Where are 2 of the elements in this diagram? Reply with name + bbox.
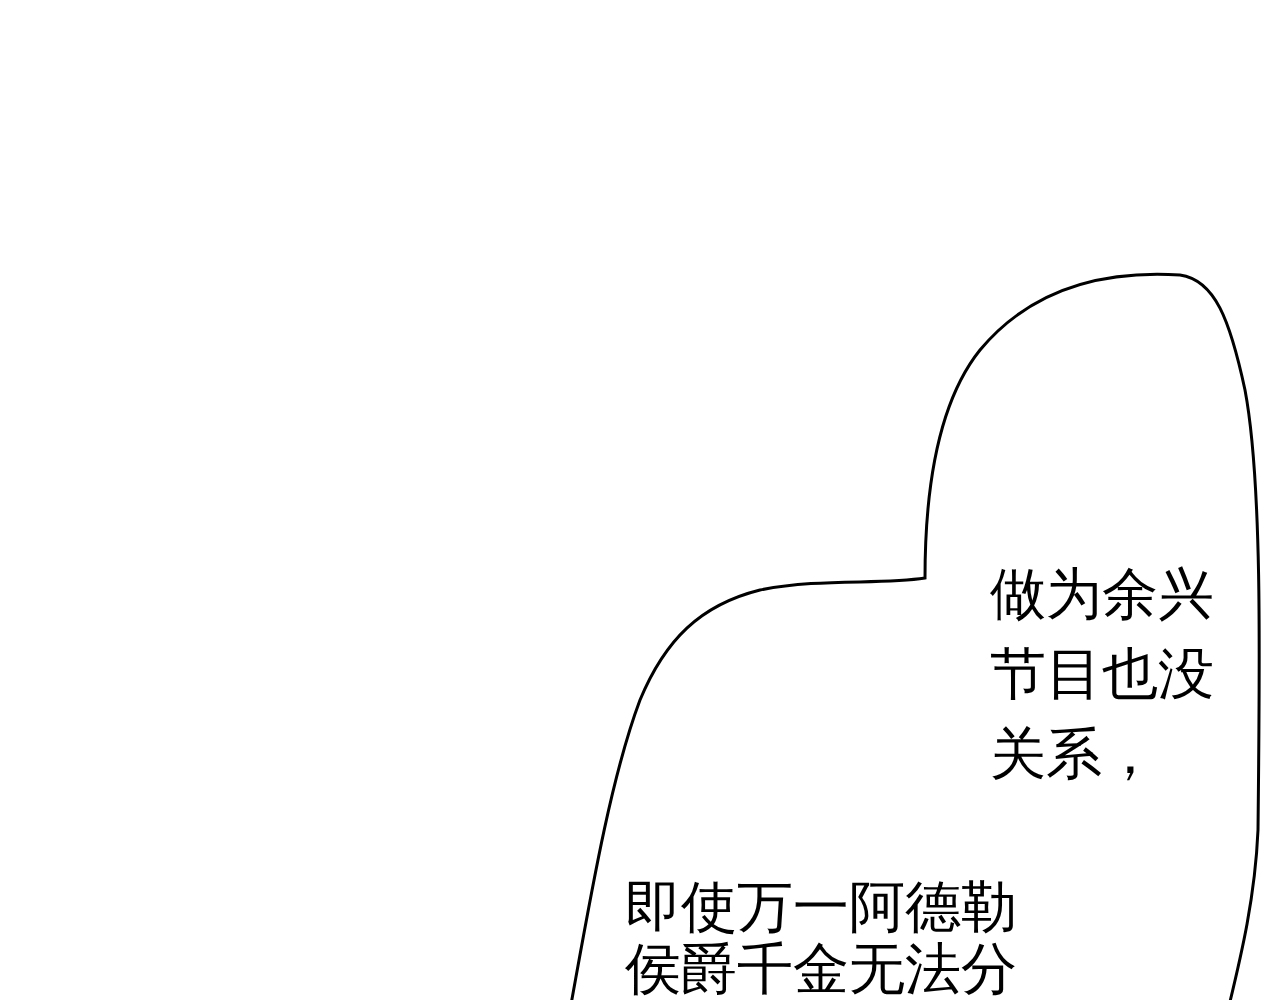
dialogue-text: 做为余兴节目也没关系， [990,560,1215,788]
dialogue-text: 即使万一阿德勒侯爵千金无法分 [625,876,1018,1000]
